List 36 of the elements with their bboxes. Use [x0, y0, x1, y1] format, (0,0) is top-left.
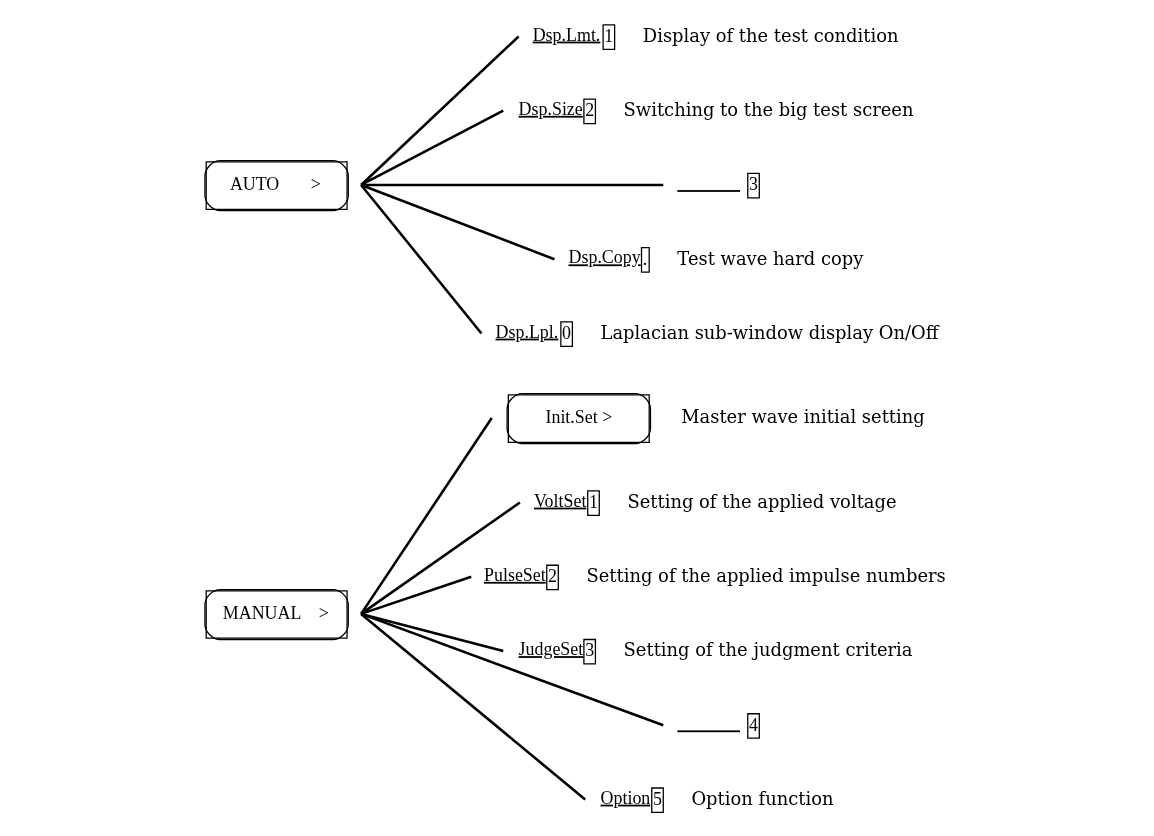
node-box: 0 [559, 321, 573, 347]
node-label: Setting of the applied impulse numbers [585, 565, 946, 587]
node-label: Switching to the big test screen [623, 99, 913, 121]
node-box: 3 [582, 638, 596, 665]
node-label: Display of the test condition [642, 24, 898, 46]
connector [360, 183, 555, 261]
connector [359, 501, 521, 615]
node-label: PulseSet [483, 564, 546, 585]
node-label: Option [600, 787, 650, 808]
connector [359, 35, 519, 186]
node-box: . [640, 247, 650, 273]
connector [359, 417, 493, 615]
node-label: Dsp.Lmt. [532, 24, 600, 45]
connector [360, 575, 472, 616]
node-label: Setting of the applied voltage [626, 490, 897, 512]
node-label: Dsp.Lpl. [495, 321, 558, 342]
node-label: Laplacian sub-window display On/Off [600, 321, 938, 343]
node-label: Setting of the judgment criteria [623, 639, 912, 661]
connector [359, 612, 586, 801]
node-label: VoltSet [533, 490, 586, 511]
node-label: Dsp.Copy [568, 247, 641, 268]
connector [359, 184, 482, 335]
node-label: JudgeSet [518, 639, 583, 660]
node-box: 4 [746, 713, 760, 739]
node-label: Master wave initial setting [680, 406, 925, 428]
node-box: 2 [582, 98, 596, 125]
node-box: 5 [650, 787, 664, 813]
node-box: 1 [601, 24, 615, 50]
node-box: 1 [586, 490, 600, 516]
node-label: Option function [690, 787, 833, 809]
node-label: Dsp.Size [518, 98, 583, 119]
connector [360, 612, 664, 727]
connector [360, 109, 504, 187]
node-box: 3 [746, 172, 760, 199]
node-label: Test wave hard copy [676, 247, 863, 269]
node-box: 2 [545, 564, 559, 591]
